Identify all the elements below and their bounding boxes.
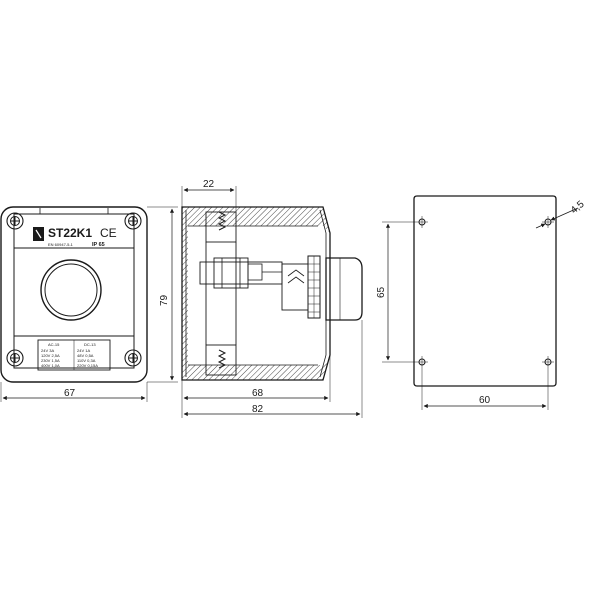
dimension-label: 60	[479, 395, 491, 406]
dimension-label: 79	[159, 294, 170, 306]
dimension-label: 65	[376, 286, 387, 298]
ac-rating-row: 230V 1,5A	[41, 358, 60, 363]
dimension-mount-width: 60	[421, 368, 549, 410]
dimension-front-width: 67	[0, 382, 148, 402]
dimension-label: 22	[203, 179, 215, 190]
ac-rating-row: 400V 1,0A	[41, 363, 60, 368]
screw-top-left-icon	[6, 212, 24, 230]
ac-rating-header: AC-15	[48, 342, 60, 347]
ac-rating-row: 24V 3A	[41, 348, 54, 353]
front-view: ST22K1 CE EN 60947-5-1 IP 65 AC-15 DC-13…	[0, 206, 178, 402]
dc-rating-row: 110V 0,3A	[77, 358, 96, 363]
contact-block	[199, 257, 283, 289]
ip-rating-label: IP 65	[92, 242, 105, 248]
dimension-side-total: 82	[183, 320, 363, 418]
dimension-front-height: 79	[147, 206, 178, 383]
standard-label: EN 60947-5-1	[48, 242, 74, 247]
enclosure-outline	[0, 206, 148, 383]
ratings-plate: AC-15 DC-13 24V 3A 120V 2,5A 230V 1,5A 4…	[37, 339, 111, 371]
dimension-hole-diameter: 4,5	[535, 199, 587, 229]
dc-rating-row: 220V 0,15A	[77, 363, 98, 368]
dimension-side-top: 22	[181, 179, 237, 212]
mount-hole-top-left	[416, 216, 428, 228]
screw-bottom-left-icon	[6, 349, 24, 367]
dc-rating-row: 24V 1A	[77, 348, 90, 353]
ac-rating-row: 120V 2,5A	[41, 353, 60, 358]
mount-hole-bottom-left	[416, 356, 428, 368]
model-label: ST22K1	[48, 226, 92, 240]
ce-mark: CE	[100, 226, 117, 240]
screw-bottom-right-icon	[124, 349, 142, 367]
dc-rating-row: 48V 0,5A	[77, 353, 94, 358]
spring-bottom	[217, 349, 227, 369]
actuator	[281, 255, 321, 319]
dimension-mount-height: 65	[376, 221, 416, 363]
dimension-label: 67	[64, 388, 76, 399]
dc-rating-header: DC-13	[84, 342, 96, 347]
mounting-view: 65 60 4,5	[376, 195, 587, 410]
pushbutton-head	[325, 257, 363, 321]
brand-logo	[33, 227, 44, 241]
dimension-side-body: 68	[181, 355, 331, 418]
screw-top-right-icon	[124, 212, 142, 230]
mounting-plate-outline	[413, 195, 557, 387]
pushbutton	[40, 259, 102, 321]
mount-hole-top-right	[542, 216, 554, 228]
mount-hole-bottom-right	[542, 356, 554, 368]
dimension-label: 82	[252, 404, 264, 415]
spring-top	[217, 211, 227, 231]
dimension-label: 4,5	[569, 199, 587, 217]
side-view: 22 68 82	[181, 179, 363, 418]
dimension-label: 68	[252, 388, 264, 399]
